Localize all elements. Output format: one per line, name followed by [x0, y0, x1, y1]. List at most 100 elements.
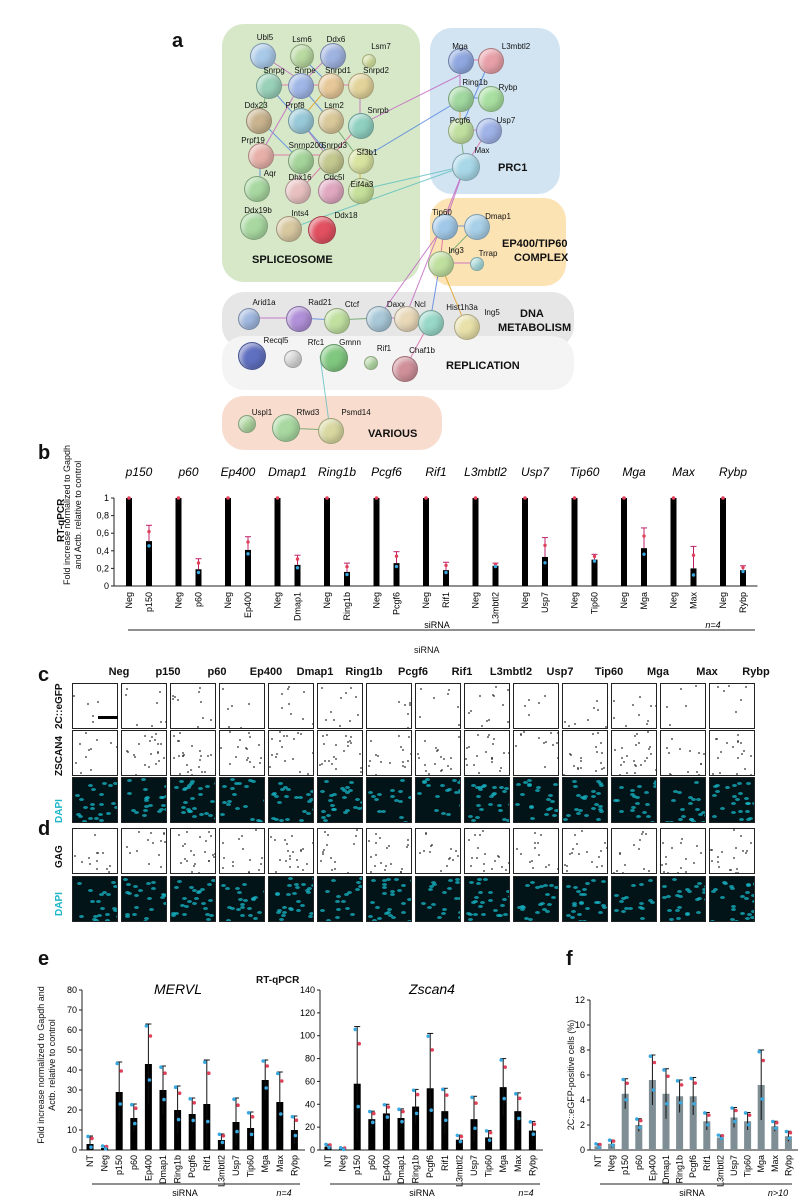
cell-signal — [544, 812, 549, 816]
cell-signal — [208, 860, 211, 863]
cell-signal — [643, 790, 649, 794]
gene-title: Pcgf6 — [371, 465, 402, 479]
cell-signal — [257, 744, 260, 747]
cell-signal — [469, 710, 472, 712]
y-tick-label: 120 — [300, 1008, 315, 1018]
cell-signal — [430, 843, 433, 846]
cell-signal — [90, 807, 96, 811]
cell-signal — [126, 750, 128, 753]
micrograph-tile — [317, 876, 363, 922]
cell-signal — [649, 901, 655, 905]
cell-signal — [594, 770, 597, 773]
micrograph-tile — [415, 828, 461, 874]
cell-signal — [237, 781, 242, 785]
data-point — [327, 1145, 331, 1150]
cell-signal — [374, 832, 377, 835]
cell-signal — [109, 741, 112, 744]
data-point — [232, 1097, 236, 1101]
cell-signal — [633, 772, 636, 775]
cell-signal — [480, 912, 486, 916]
cell-signal — [440, 727, 443, 728]
micrograph-tile — [317, 730, 363, 776]
y-tick-label: 30 — [67, 1085, 77, 1095]
node-label: Tip60 — [432, 208, 452, 217]
cell-signal — [200, 771, 203, 774]
cell-signal — [190, 796, 196, 800]
cell-signal — [241, 848, 244, 851]
cell-signal — [361, 893, 362, 896]
cell-signal — [183, 857, 186, 860]
cell-signal — [478, 833, 481, 836]
node-label: Lsm6 — [292, 35, 312, 44]
micrograph-tile — [562, 828, 608, 874]
bar — [144, 1064, 152, 1150]
cell-signal — [287, 906, 293, 910]
data-point — [531, 1132, 536, 1137]
network-node — [464, 214, 490, 240]
cell-signal — [186, 771, 189, 773]
x-tick-label: Pcgf6 — [425, 1155, 435, 1178]
data-point — [784, 1129, 789, 1134]
data-point — [503, 1065, 508, 1069]
data-point — [743, 1111, 748, 1115]
cell-signal — [287, 686, 290, 689]
cell-signal — [498, 855, 501, 858]
cell-signal — [697, 751, 700, 754]
micrograph-tile — [219, 683, 265, 729]
cell-signal — [599, 742, 602, 745]
cell-signal — [716, 738, 719, 740]
cell-signal — [494, 685, 497, 688]
cell-signal — [514, 774, 517, 775]
network-node — [288, 108, 314, 134]
panel-b-siRNA: siRNA — [414, 645, 440, 655]
cell-signal — [735, 872, 738, 873]
cell-signal — [670, 773, 673, 775]
cell-signal — [129, 852, 132, 854]
cell-signal — [637, 784, 643, 788]
cell-signal — [389, 893, 395, 897]
data-point — [572, 496, 577, 500]
data-point — [147, 544, 151, 548]
cell-signal — [339, 696, 342, 699]
data-point — [734, 1108, 738, 1113]
data-point — [518, 1096, 522, 1101]
cell-signal — [491, 867, 493, 870]
bar — [740, 570, 746, 586]
node-label: Pcgf6 — [449, 116, 471, 125]
cell-signal — [452, 821, 458, 822]
cell-signal — [491, 792, 497, 795]
cell-signal — [449, 756, 452, 759]
cell-signal — [647, 748, 650, 750]
cell-signal — [198, 872, 201, 873]
data-point — [592, 559, 597, 563]
cell-signal — [182, 844, 185, 847]
cell-signal — [184, 727, 187, 728]
bar — [368, 1119, 376, 1150]
cell-signal — [435, 749, 438, 752]
cell-signal — [209, 800, 215, 804]
x-tick-label: Ep400 — [243, 592, 253, 618]
micrograph-tile — [121, 828, 167, 874]
cell-signal — [243, 805, 249, 809]
network-node — [428, 251, 454, 277]
cell-signal — [600, 903, 606, 907]
cell-signal — [613, 893, 619, 897]
cell-signal — [230, 920, 236, 921]
cell-signal — [203, 812, 209, 816]
cell-signal — [95, 851, 98, 854]
cell-signal — [566, 913, 572, 917]
cell-signal — [491, 758, 494, 760]
cell-signal — [750, 842, 753, 845]
cell-signal — [157, 750, 160, 753]
cell-signal — [470, 818, 476, 822]
cell-signal — [591, 879, 597, 882]
cell-signal — [568, 725, 571, 728]
node-label: Usp7 — [496, 116, 516, 125]
cell-signal — [679, 842, 682, 844]
cell-signal — [474, 785, 480, 789]
cell-signal — [159, 896, 165, 899]
cell-signal — [633, 764, 636, 767]
cell-signal — [751, 801, 754, 805]
cell-signal — [142, 821, 148, 822]
